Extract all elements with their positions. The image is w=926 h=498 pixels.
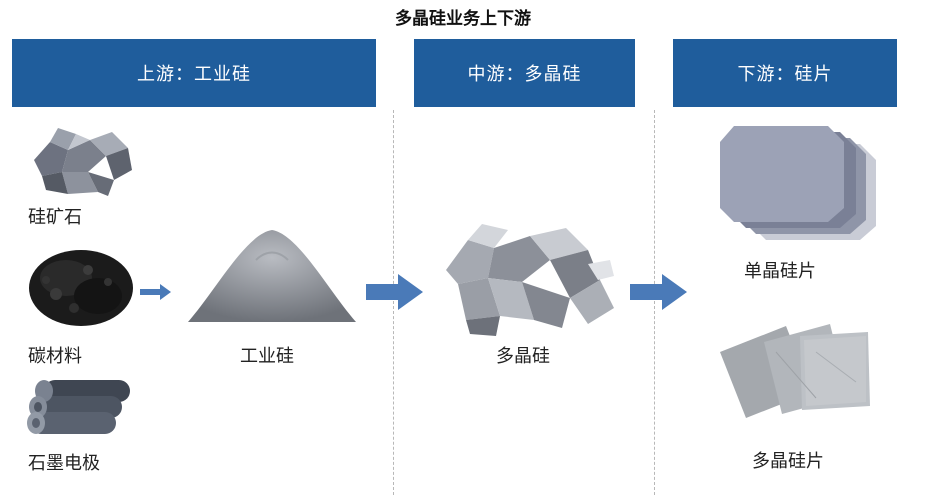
carbon-material-image: [29, 250, 133, 326]
label-industrial-silicon: 工业硅: [240, 346, 294, 367]
divider-midstream-downstream: [654, 110, 655, 495]
label-carbon-material: 碳材料: [28, 346, 82, 367]
label-poly-wafer: 多晶硅片: [752, 451, 824, 472]
label-polysilicon: 多晶硅: [496, 346, 550, 367]
industrial-silicon-image: [188, 230, 356, 322]
polysilicon-image: [446, 224, 614, 336]
stage-header-upstream: 上游：工业硅: [12, 39, 376, 107]
stage-header-midstream: 中游：多晶硅: [414, 39, 635, 107]
diagram-title: 多晶硅业务上下游: [395, 9, 531, 29]
poly-wafer-image: [720, 324, 870, 418]
silicon-ore-image: [34, 128, 132, 196]
mono-wafer-image: [720, 126, 876, 240]
label-mono-wafer: 单晶硅片: [744, 261, 816, 282]
arrow-midstream-to-downstream-icon: [630, 274, 687, 310]
divider-upstream-midstream: [393, 110, 394, 495]
label-graphite-electrode: 石墨电极: [28, 453, 100, 474]
label-silicon-ore: 硅矿石: [28, 207, 82, 228]
arrow-raw-to-industrial-icon: [140, 284, 171, 300]
arrow-upstream-to-midstream-icon: [366, 274, 423, 310]
graphite-electrode-image: [27, 380, 130, 434]
stage-header-downstream: 下游：硅片: [673, 39, 897, 107]
